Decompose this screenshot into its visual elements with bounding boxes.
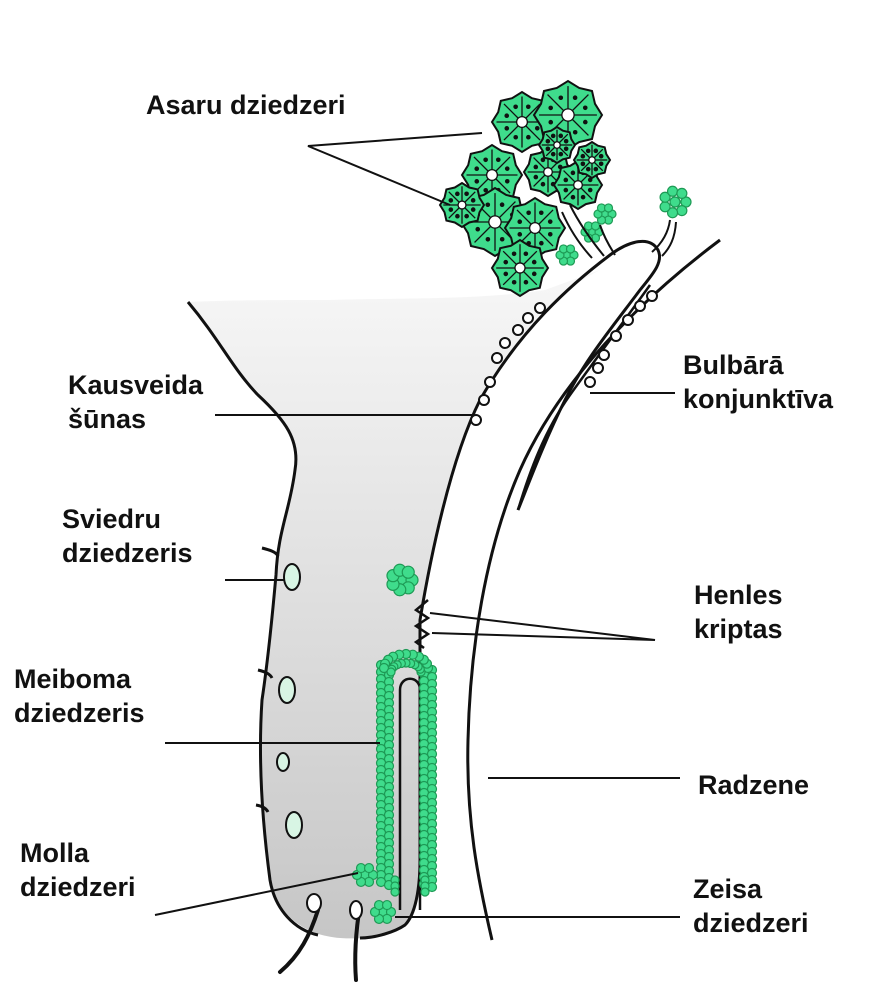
label-radzene: Radzene	[698, 770, 810, 800]
goblet-cell	[470, 414, 482, 426]
label-kausveida-sunas: Kausveida šūnas	[68, 370, 204, 434]
goblet-cell	[512, 324, 524, 336]
gland-cluster	[593, 203, 617, 225]
skin-ticks	[255, 546, 280, 813]
goblet-cell	[534, 302, 546, 314]
label-meiboma-dziedzeris: Meiboma dziedzeris	[14, 664, 145, 728]
goblet-cell	[610, 330, 622, 342]
goblet-cell	[584, 376, 596, 388]
label-bulbara-konjunktiva: Bulbārā konjunktīva	[683, 350, 834, 414]
lacrimal-gland	[438, 79, 612, 298]
goblet-cell	[622, 314, 634, 326]
goblet-cell	[598, 349, 610, 361]
gland-cluster	[386, 563, 419, 597]
gland-lobule	[537, 125, 577, 165]
lacrimal-ducts	[561, 204, 677, 259]
leader-lines	[154, 132, 680, 918]
gland-cluster	[351, 862, 379, 888]
henle-crypts	[413, 599, 431, 649]
goblet-cell	[484, 376, 496, 388]
goblet-cell	[646, 290, 658, 302]
gland-cluster	[580, 221, 604, 243]
leader-henles	[429, 612, 656, 641]
label-sviedru-dziedzeris: Sviedru dziedzeris	[62, 504, 193, 568]
sweat-glands	[276, 563, 303, 839]
skin-surface	[186, 301, 319, 937]
palpebral-conjunctiva	[418, 239, 661, 860]
gland-acinus	[390, 887, 400, 897]
goblet-cell	[499, 337, 511, 349]
gland-acinus	[420, 887, 430, 897]
meibomian-gland	[375, 648, 438, 897]
leader-asaru	[307, 132, 483, 206]
lash-follicles	[306, 893, 363, 920]
goblet-cell	[592, 362, 604, 374]
gland-lobule	[438, 181, 486, 229]
label-henles-kriptas: Henles kriptas	[694, 580, 783, 644]
gland-lobule	[572, 140, 612, 180]
gland-acinus	[386, 667, 396, 677]
goblet-cells	[470, 290, 658, 426]
gland-lobule	[490, 238, 550, 298]
eyelid-tissue	[188, 270, 600, 939]
gland-cluster	[659, 185, 692, 219]
goblet-cell	[478, 394, 490, 406]
leader-molla	[154, 872, 359, 916]
gland-lobule	[490, 90, 554, 154]
goblet-cell	[634, 300, 646, 312]
goblet-cell	[491, 352, 503, 364]
goblet-cell	[522, 312, 534, 324]
gland-acinus	[378, 662, 390, 674]
gland-cluster	[369, 899, 397, 925]
label-asaru-dziedzeri: Asaru dziedzeri	[146, 90, 346, 120]
label-molla-dziedzeri: Molla dziedzeri	[20, 838, 136, 902]
gland-cluster	[555, 244, 579, 266]
gland-clusters	[351, 185, 692, 925]
label-zeisa-dziedzeri: Zeisa dziedzeri	[693, 874, 809, 938]
